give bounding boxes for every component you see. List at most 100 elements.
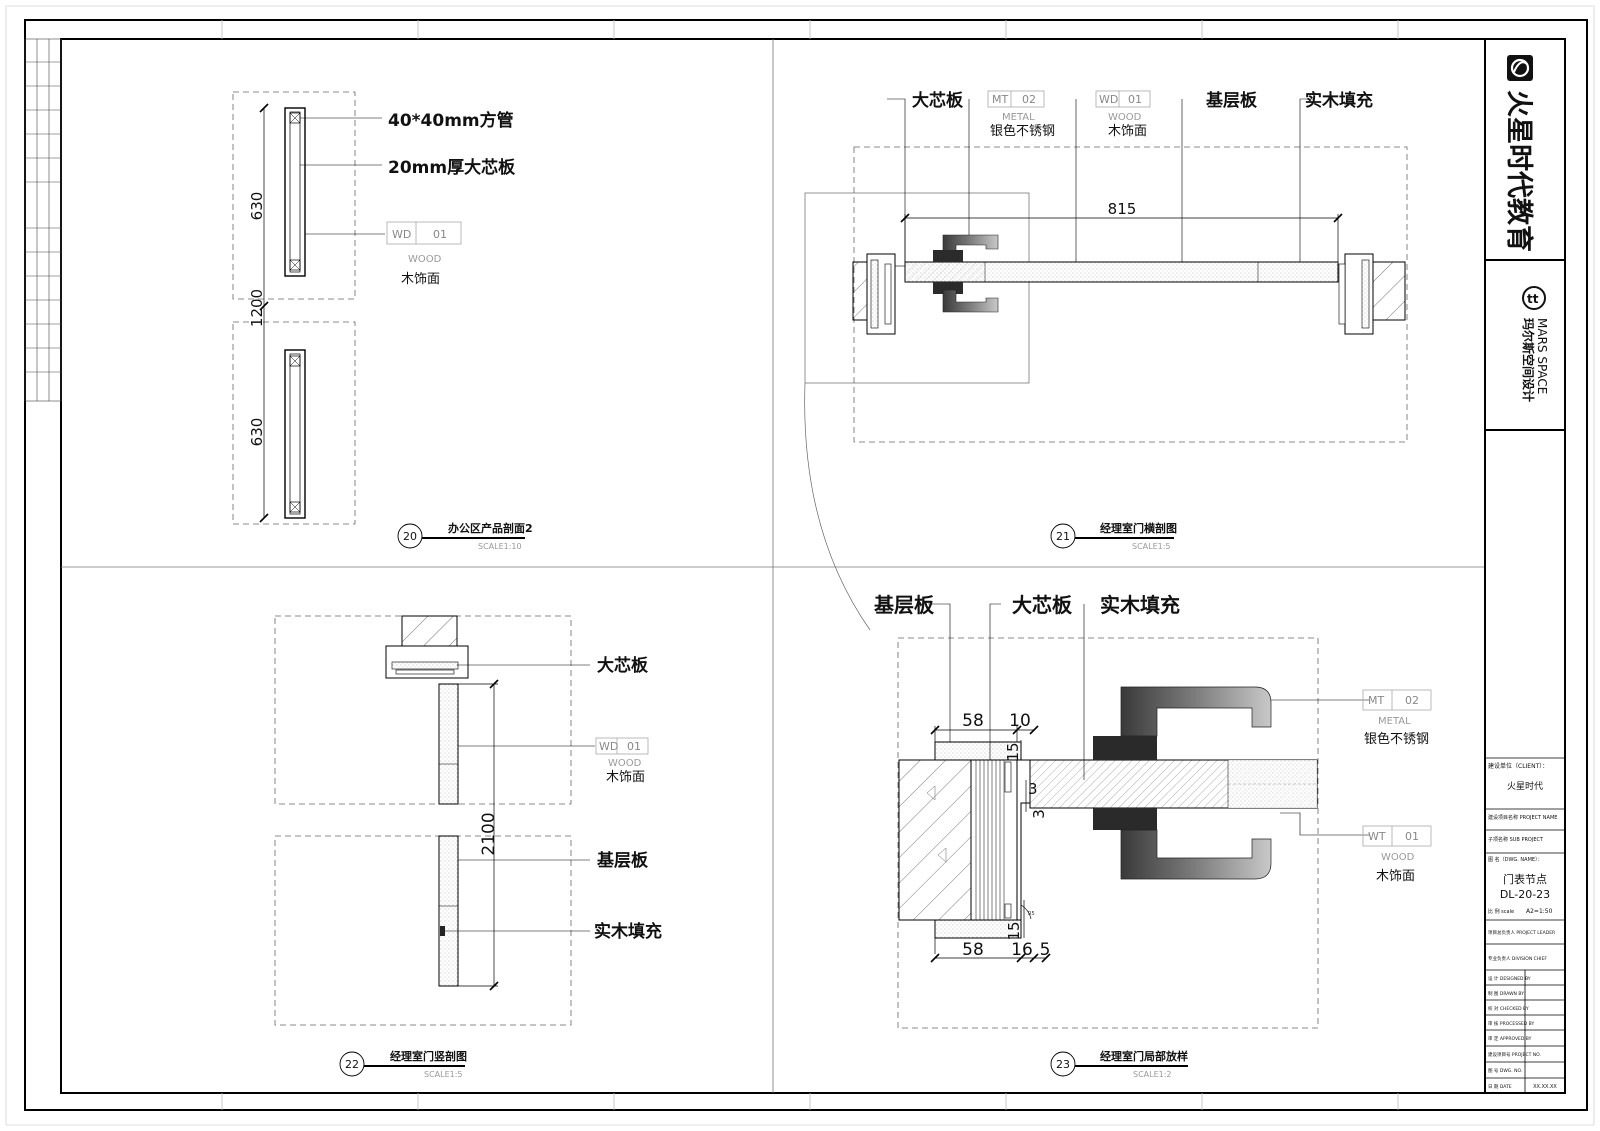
svg-text:02: 02: [1405, 694, 1419, 707]
panel-21: 815 大芯板 基层板 实木填充 MT 02 METAL 银色不锈钢 WD 01…: [804, 90, 1408, 631]
panel-23: 58 10 15 3 3 R5 15 58 16 5 基层板 大芯板 实木填充 …: [874, 593, 1432, 1079]
label-solid-wood-fill: 实木填充: [594, 921, 662, 942]
svg-text:木饰面: 木饰面: [401, 272, 440, 287]
profile-upper: [284, 107, 306, 277]
label-core-board: 大芯板: [912, 90, 964, 111]
svg-text:MT: MT: [992, 93, 1008, 106]
project-name-label: 建设项目名称 PROJECT NAME: [1488, 814, 1557, 821]
svg-text:经理室门局部放样: 经理室门局部放样: [1100, 1049, 1188, 1063]
panel-20: 40*40mm方管 20mm厚大芯板 WD 01 WOOD 木饰面 630 12…: [232, 91, 533, 551]
material-tag-wd01: WD 01 WOOD 木饰面: [595, 737, 649, 785]
sub-project-label: 子项名称 SUB PROJECT: [1488, 836, 1544, 843]
date-label: 日 期 DATE: [1488, 1084, 1512, 1090]
dim-58-top: 58: [962, 711, 984, 731]
svg-text:02: 02: [1022, 93, 1036, 106]
left-stamp-strip: [24, 38, 62, 402]
mars-logo-icon: [1507, 55, 1533, 81]
svg-text:WOOD: WOOD: [608, 758, 642, 769]
detail-title-20: 20 办公区产品剖面2 SCALE1:10: [397, 521, 533, 551]
label-base-board: 基层板: [1205, 90, 1258, 111]
drawing-name: 门表节点: [1503, 872, 1547, 886]
drawing-name-label: 图 名（DWG. NAME）：: [1488, 856, 1543, 863]
date-value: XX.XX.XX: [1533, 1084, 1557, 1090]
label-base-board: 基层板: [874, 593, 935, 617]
client-value: 火星时代: [1507, 780, 1543, 792]
svg-text:木饰面: 木饰面: [1108, 124, 1147, 139]
logo-text: 火星时代教育: [1503, 90, 1535, 252]
label-core-board: 20mm厚大芯板: [388, 157, 516, 178]
label-base-board: 基层板: [596, 850, 649, 871]
door-leaf-detail: [1029, 759, 1318, 809]
dim-15-top: 15: [1004, 742, 1022, 761]
dim-r5: R5: [1028, 911, 1035, 917]
material-tag-wt01: WT 01 WOOD 木饰面: [1362, 825, 1432, 884]
door-section-lower: [438, 835, 459, 987]
material-tag-wd01: WD 01 WOOD 木饰面: [386, 221, 462, 287]
svg-text:SCALE1:2: SCALE1:2: [1133, 1070, 1172, 1079]
svg-text:01: 01: [627, 740, 641, 753]
dwg-no-label: 图 号 DWG. NO.: [1488, 1068, 1522, 1074]
svg-text:SCALE1:5: SCALE1:5: [424, 1070, 463, 1079]
label-solid-wood-fill: 实木填充: [1305, 90, 1373, 111]
panel-dividers: [61, 39, 1485, 1093]
jamb-section: [934, 741, 1031, 939]
sheet-frame: [5, 5, 1595, 1126]
client-label: 建设单位（CLIENT）：: [1488, 762, 1548, 770]
svg-text:WD: WD: [1099, 93, 1118, 106]
panel-22: 大芯板 WD 01 WOOD 木饰面 基层板 实木填充 2100 22 经理室门…: [274, 615, 662, 1079]
door-leaf: [904, 261, 1339, 283]
door-handle: [933, 234, 999, 313]
svg-text:经理室门横剖图: 经理室门横剖图: [1100, 521, 1177, 535]
svg-text:WD: WD: [599, 740, 618, 753]
svg-text:23: 23: [1056, 1058, 1070, 1071]
dim-3-a: 3: [1028, 780, 1038, 798]
drawn-by-label: 制 图 DRAWN BY: [1488, 990, 1524, 997]
svg-text:METAL: METAL: [1378, 716, 1411, 727]
brand-cn: 玛尔斯空间设计: [1521, 318, 1536, 402]
svg-text:木饰面: 木饰面: [606, 770, 645, 785]
svg-text:WT: WT: [1368, 830, 1386, 843]
svg-text:办公区产品剖面2: 办公区产品剖面2: [448, 521, 533, 535]
svg-text:MT: MT: [1368, 694, 1384, 707]
right-jamb: [1338, 253, 1406, 335]
profile-lower: [284, 349, 306, 519]
title-block: 火星时代教育 tt MARS SPACE 玛尔斯空间设计 建设单位（CLIENT…: [1484, 38, 1566, 1094]
label-solid-wood-fill: 实木填充: [1100, 593, 1180, 617]
approved-by-label: 审 定 APPROVED BY: [1488, 1035, 1532, 1042]
svg-text:METAL: METAL: [1002, 112, 1035, 123]
material-tag-wd01: WD 01 WOOD 木饰面: [1095, 90, 1151, 139]
dim-10: 10: [1009, 711, 1031, 731]
svg-text:01: 01: [1405, 830, 1419, 843]
label-core-board: 大芯板: [1012, 593, 1073, 617]
svg-text:SCALE1:5: SCALE1:5: [1132, 542, 1171, 551]
division-chief-label: 专业负责人 DIVISION CHIEF: [1488, 955, 1547, 962]
label-core-board: 大芯板: [597, 655, 649, 676]
scale-label: 比 例 scale: [1488, 908, 1514, 915]
dim-58-bottom: 58: [962, 940, 984, 960]
svg-text:01: 01: [433, 228, 447, 241]
dim-630-bottom: 630: [248, 418, 266, 447]
wall-section: [898, 759, 972, 921]
svg-text:21: 21: [1056, 530, 1070, 543]
detail-title-21: 21 经理室门横剖图 SCALE1:5: [1050, 521, 1177, 551]
detail-title-23: 23 经理室门局部放样 SCALE1:2: [1050, 1049, 1188, 1079]
detail-title-22: 22 经理室门竖剖图 SCALE1:5: [339, 1049, 467, 1079]
svg-text:20: 20: [403, 530, 417, 543]
svg-text:经理室门竖剖图: 经理室门竖剖图: [390, 1049, 467, 1063]
dim-630-top: 630: [248, 192, 266, 221]
head-jamb: [385, 615, 469, 679]
door-handle-detail: [1093, 686, 1272, 880]
svg-text:木饰面: 木饰面: [1376, 869, 1415, 884]
project-no-label: 建设项目号 PROJECT NO.: [1488, 1051, 1541, 1058]
drawing-number: DL-20-23: [1500, 888, 1550, 901]
scale-value: A2=1:50: [1526, 908, 1553, 915]
material-tag-mt02: MT 02 METAL 银色不锈钢: [1362, 689, 1432, 747]
mars-space-icon: tt: [1522, 286, 1546, 310]
checked-by-label: 校 对 CHECKED BY: [1488, 1005, 1529, 1012]
dim-15-bottom: 15: [1005, 921, 1023, 940]
label-square-tube: 40*40mm方管: [388, 110, 514, 131]
svg-text:SCALE1:10: SCALE1:10: [478, 542, 522, 551]
svg-text:银色不锈钢: 银色不锈钢: [1364, 731, 1429, 747]
dim-5: 5: [1040, 940, 1051, 960]
